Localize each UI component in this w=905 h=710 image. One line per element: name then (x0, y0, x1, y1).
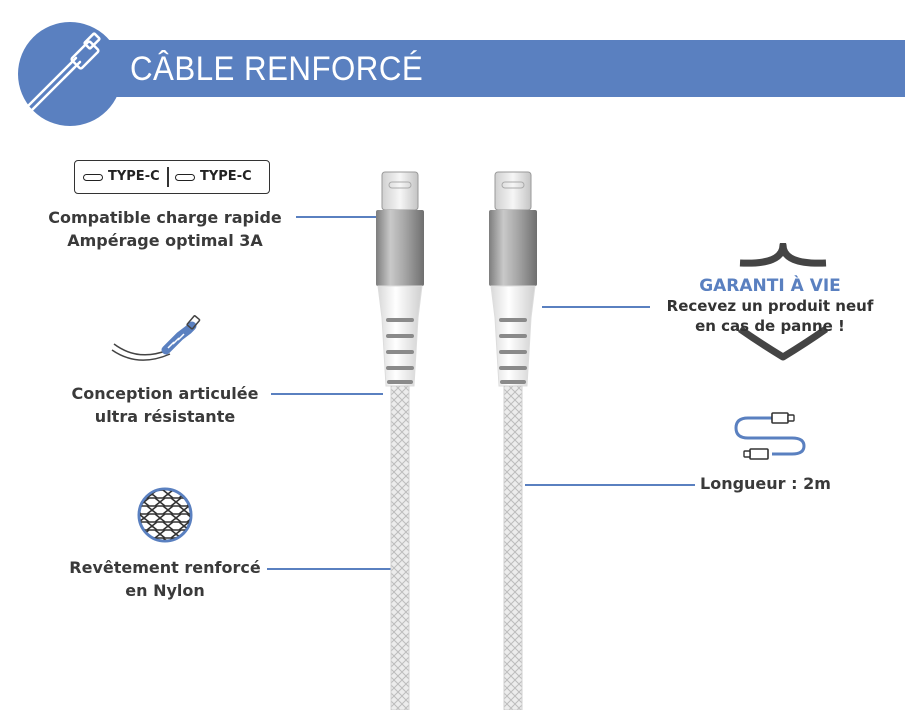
header-banner: CÂBLE RENFORCÉ (95, 40, 905, 97)
feature-design-line1: Conception articulée (71, 384, 259, 403)
feature-length: Longueur : 2m (700, 474, 831, 493)
cables-illustration (376, 171, 538, 710)
connector-type-box: TYPE-C TYPE-C (74, 160, 270, 194)
bent-cable-icon (111, 315, 201, 361)
feature-coating-line1: Revêtement renforcé (69, 558, 261, 577)
header-circle (18, 22, 122, 126)
length-connector-line (525, 484, 695, 486)
feature-design-line2: ultra résistante (94, 407, 236, 426)
feature-charge-line2: Ampérage optimal 3A (67, 231, 263, 250)
nylon-mesh-icon (137, 487, 193, 543)
warranty-text: Recevez un produit neuf en cas de panne … (655, 296, 885, 336)
feature-charge-line1: Compatible charge rapide (48, 208, 282, 227)
coating-connector-line (267, 568, 392, 570)
usb-c-pill-icon (83, 174, 103, 181)
connector-separator (167, 167, 169, 187)
page-title: CÂBLE RENFORCÉ (130, 50, 424, 88)
feature-coating: Revêtement renforcé en Nylon (55, 556, 275, 602)
feature-charge: Compatible charge rapide Ampérage optima… (40, 206, 290, 252)
charge-connector-line (296, 216, 378, 218)
shield-icon (737, 243, 829, 361)
feature-coating-line2: en Nylon (125, 581, 205, 600)
coiled-cable-icon (734, 412, 806, 460)
warranty-title: GARANTI À VIE (699, 276, 841, 296)
warranty-line1: Recevez un produit neuf (666, 297, 874, 315)
design-connector-line (271, 393, 383, 395)
warranty-line2: en cas de panne ! (695, 317, 845, 335)
cable-plug-icon (26, 32, 101, 112)
warranty-connector-line (542, 306, 650, 308)
connector-left-label: TYPE-C (108, 169, 160, 184)
connector-right-label: TYPE-C (200, 169, 252, 184)
feature-design: Conception articulée ultra résistante (55, 382, 275, 428)
usb-c-pill-icon (175, 174, 195, 181)
